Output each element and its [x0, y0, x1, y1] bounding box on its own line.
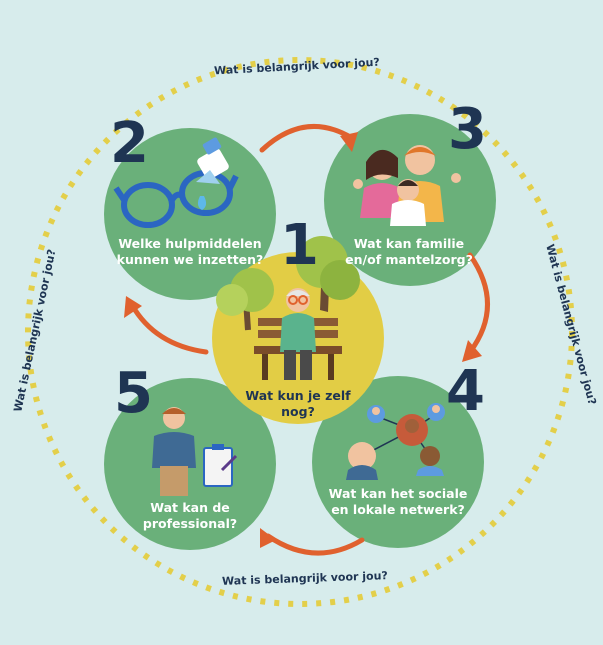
step-number-2: 2	[110, 111, 149, 176]
arrow-3-to-4	[467, 252, 490, 355]
step-5-line-1: Wat kan de	[150, 500, 230, 515]
step-3-line-2: en/of mantelzorg?	[345, 252, 473, 267]
arrow-5-to-2	[129, 302, 209, 355]
step-4-line-2: en lokale netwerk?	[331, 502, 465, 517]
arrow-head-5	[260, 528, 276, 548]
arrow-heads	[124, 132, 482, 548]
arrow-head-3	[340, 132, 358, 152]
circle-step-2	[104, 128, 276, 300]
arrow-2-to-3	[259, 124, 355, 153]
cycle-arrows	[129, 124, 490, 556]
family-icon	[353, 145, 461, 226]
step-2-text: Welke hulpmiddelen kunnen we inzetten?	[112, 236, 268, 268]
eye-drops-icon	[196, 137, 229, 210]
step-2-line-2: kunnen we inzetten?	[116, 252, 264, 267]
network-people-icon	[346, 403, 445, 480]
arrow-head-2	[124, 296, 142, 318]
step-3-text: Wat kan familie en/of mantelzorg?	[344, 236, 474, 268]
step-3-line-1: Wat kan familie	[353, 236, 465, 251]
professional-with-clipboard-icon	[152, 407, 238, 496]
step-4-line-1: Wat kan het sociale	[328, 486, 468, 501]
step-2-line-1: Welke hulpmiddelen	[118, 236, 262, 251]
elderly-man-on-bench-icon	[216, 236, 360, 380]
step-1-line-2: nog?	[281, 404, 315, 419]
arrow-head-4	[462, 340, 482, 362]
step-5-text: Wat kan de professional?	[130, 500, 250, 532]
step-1-line-1: Wat kun je zelf	[245, 388, 351, 403]
arrow-4-to-5	[265, 533, 365, 556]
step-number-4: 4	[446, 359, 485, 424]
step-1-text: Wat kun je zelf nog?	[238, 388, 358, 420]
dotted-ring	[25, 57, 575, 607]
step-5-line-2: professional?	[142, 516, 238, 531]
glasses-icon	[113, 170, 239, 228]
step-4-text: Wat kan het sociale en lokale netwerk?	[328, 486, 468, 518]
step-number-5: 5	[114, 361, 153, 426]
step-number-3: 3	[448, 97, 487, 162]
step-number-1: 1	[280, 213, 319, 278]
